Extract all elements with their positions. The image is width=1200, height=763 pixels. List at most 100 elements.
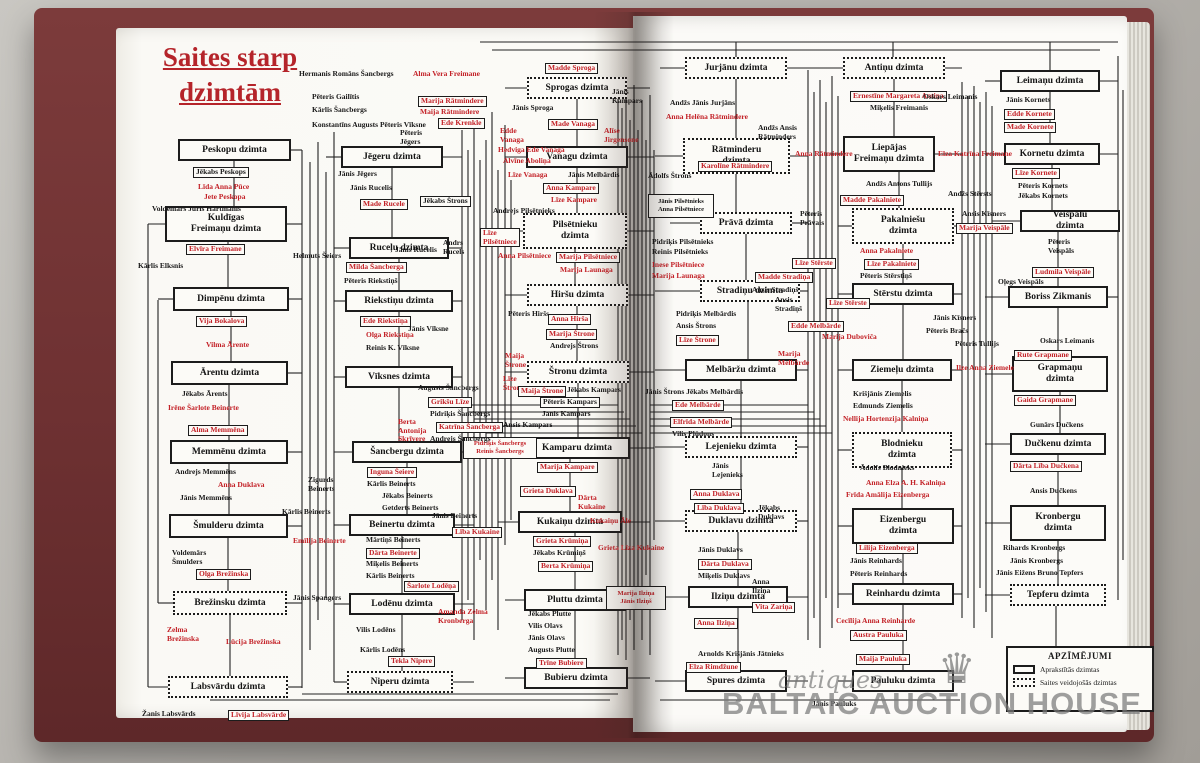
person-name: Ede Riekstiņa xyxy=(360,316,411,327)
family-node: Grapmaņu dzimta xyxy=(1012,356,1108,392)
person-name: Jānis Kronbergs xyxy=(1010,556,1063,565)
person-name: Marija Melbārde xyxy=(778,349,810,367)
person-name: Nellija Hortenzija Kalniņa xyxy=(843,414,929,423)
family-node: Lodēnu dzimta xyxy=(349,593,455,615)
person-name: Miķelis Beinerts xyxy=(366,559,419,568)
person-name: Jēkabs Peskops xyxy=(193,167,249,178)
person-name: Pēteris Kornets xyxy=(1018,181,1068,190)
person-name: Maija Pauluka xyxy=(856,654,910,665)
person-name: Kārlis Beinerts xyxy=(282,507,331,516)
family-node: Kamparu dzimta xyxy=(524,437,630,459)
page-title: Saites starp dzimtām xyxy=(140,40,320,110)
person-name: Olga Brežinska xyxy=(196,569,252,580)
person-name: Hermanis Romāns Šancbergs xyxy=(299,69,394,78)
person-name: Oļegs Veispāls xyxy=(998,277,1044,286)
person-name: Jānis Kornets xyxy=(1006,95,1051,104)
person-name: Lība Duklava xyxy=(694,503,744,514)
family-node: Sprogas dzimta xyxy=(527,77,627,99)
family-node: Dučkenu dzimta xyxy=(1010,433,1106,455)
person-name: Marija Rātmindere xyxy=(418,96,487,107)
person-name: Voldemārs Juris Hartmanis xyxy=(152,204,241,213)
family-node: Kornetu dzimta xyxy=(1004,143,1100,165)
person-name: Andžs Jānis Jurjāns xyxy=(670,98,736,107)
person-name: Marija Veispāle xyxy=(956,223,1013,234)
person-name: Kārlis Beinerts xyxy=(366,571,415,580)
person-name: Jānis Lejenieks xyxy=(712,461,743,479)
person-name: Alma Memmēna xyxy=(188,425,248,436)
legend-label-dotted: Saites veidojošās dzimtas xyxy=(1040,678,1117,687)
person-name: Oskars Leimanis xyxy=(1040,336,1095,345)
person-name: Made Rucele xyxy=(360,199,408,210)
person-name: Līze Štrone xyxy=(676,335,719,346)
person-name: Žanis Labsvārds xyxy=(142,709,196,718)
family-node: Kukaiņu dzimta xyxy=(518,511,622,533)
family-node: Pakalniešu dzimta xyxy=(852,208,954,244)
person-name: Līze Kornete xyxy=(1012,168,1060,179)
person-name: Anna Rātmindere xyxy=(795,149,853,158)
family-node: Ziemeļu dzimta xyxy=(852,359,952,381)
person-name: Jānis Spangers xyxy=(293,593,342,602)
person-name: Vilma Ārente xyxy=(206,340,250,349)
person-name: Vita Zariņa xyxy=(752,602,796,613)
person-name: Oskars Leimanis xyxy=(923,92,978,101)
person-name: Frīda Amālija Eizenberga xyxy=(846,490,930,499)
person-name: Cecīlija Anna Reinharde xyxy=(836,616,916,625)
person-name: Ansis Dučkens xyxy=(1030,486,1077,495)
family-node: Spures dzimta xyxy=(685,670,787,692)
person-name: Made Kornete xyxy=(1004,122,1057,133)
person-name: Trīne Bubiere xyxy=(536,658,587,669)
person-name: Marija Duboviča xyxy=(822,332,877,341)
person-name: Berta Krūmiņa xyxy=(538,561,594,572)
person-name: Augusts Plutte xyxy=(528,645,575,654)
person-name: Grikšu Līze xyxy=(428,397,473,408)
person-name: Pēteris Gailītis xyxy=(312,92,360,101)
person-name: Pēteris Reinhards xyxy=(850,569,908,578)
person-name: Dārta Duklava xyxy=(698,559,752,570)
family-node: Liepājas Freimaņu dzimta xyxy=(843,136,935,172)
person-name: Alīse Jirgensone xyxy=(604,126,639,144)
person-name: Pidriķis Šancbergs xyxy=(430,409,491,418)
person-name: Jete Peskopa xyxy=(204,192,246,201)
person-name: Ansis Kīsners xyxy=(962,209,1006,218)
person-name: Jānis Reinhards xyxy=(850,556,902,565)
person-name: Edde Vanaga xyxy=(500,126,524,144)
person-name: Līze Pilsētniece xyxy=(480,228,520,248)
family-node: Šancbergu dzimta xyxy=(352,441,462,463)
family-node: Šmulderu dzimta xyxy=(169,514,288,538)
person-name: Ādolfs Blodnieks xyxy=(860,463,915,472)
person-name: Līvija Labsvārde xyxy=(228,710,290,721)
family-node: Kuldīgas Freimaņu dzimta xyxy=(165,206,287,242)
person-name: Zigurds Beinerts xyxy=(308,475,335,493)
person-name: Irēne Šarlote Beinerte xyxy=(168,403,239,412)
person-name: Jānis Duklavs xyxy=(698,545,743,554)
person-name: Vilis Plūdons xyxy=(672,429,715,438)
person-name: Krišjānis Ziemelis xyxy=(853,389,912,398)
person-name: Gunārs Dučkens xyxy=(1030,420,1084,429)
person-name: Kukaiņu Āle xyxy=(590,516,632,525)
person-name: Reinis Pilsētnieks xyxy=(652,247,709,256)
person-name: Anna Elza A. H. Kalniņa xyxy=(866,478,946,487)
person-name: Andrejs Memmēns xyxy=(175,467,236,476)
person-name: Ilze Anna Ziemele xyxy=(956,363,1014,372)
person-name: Maija Štrone xyxy=(505,351,527,369)
person-name: Jānis Eižens Bruno Tepfers xyxy=(996,568,1084,577)
person-name: Made Vanaga xyxy=(548,119,598,130)
person-name: Hedviga Ede Vanaga xyxy=(498,145,565,154)
person-name: Jēkabs Plutte xyxy=(528,609,572,618)
family-node: Eizenbergu dzimta xyxy=(852,508,954,544)
family-node: Memmēnu dzimta xyxy=(170,440,288,464)
person-name: Vija Bokalova xyxy=(196,316,248,327)
person-name: Miķelis Duklavs xyxy=(698,571,750,580)
person-name: Anna Kampare xyxy=(543,183,599,194)
person-name: Jānis Memmēns xyxy=(180,493,232,502)
person-name: Miķelis Freimanis xyxy=(870,103,928,112)
title-line-1: Saites starp xyxy=(162,42,298,72)
person-name: Lilija Eizenberga xyxy=(856,543,918,554)
legend-title: APZĪMĒJUMI xyxy=(1048,651,1112,661)
person-name: Pēteris Riekstiņš xyxy=(344,276,398,285)
family-node: Niperu dzimta xyxy=(347,671,453,693)
person-name: Marija Launaga xyxy=(652,271,705,280)
person-name: Karolīne Rātmindere xyxy=(698,161,773,172)
person-name: Anna Hirša xyxy=(548,314,592,325)
